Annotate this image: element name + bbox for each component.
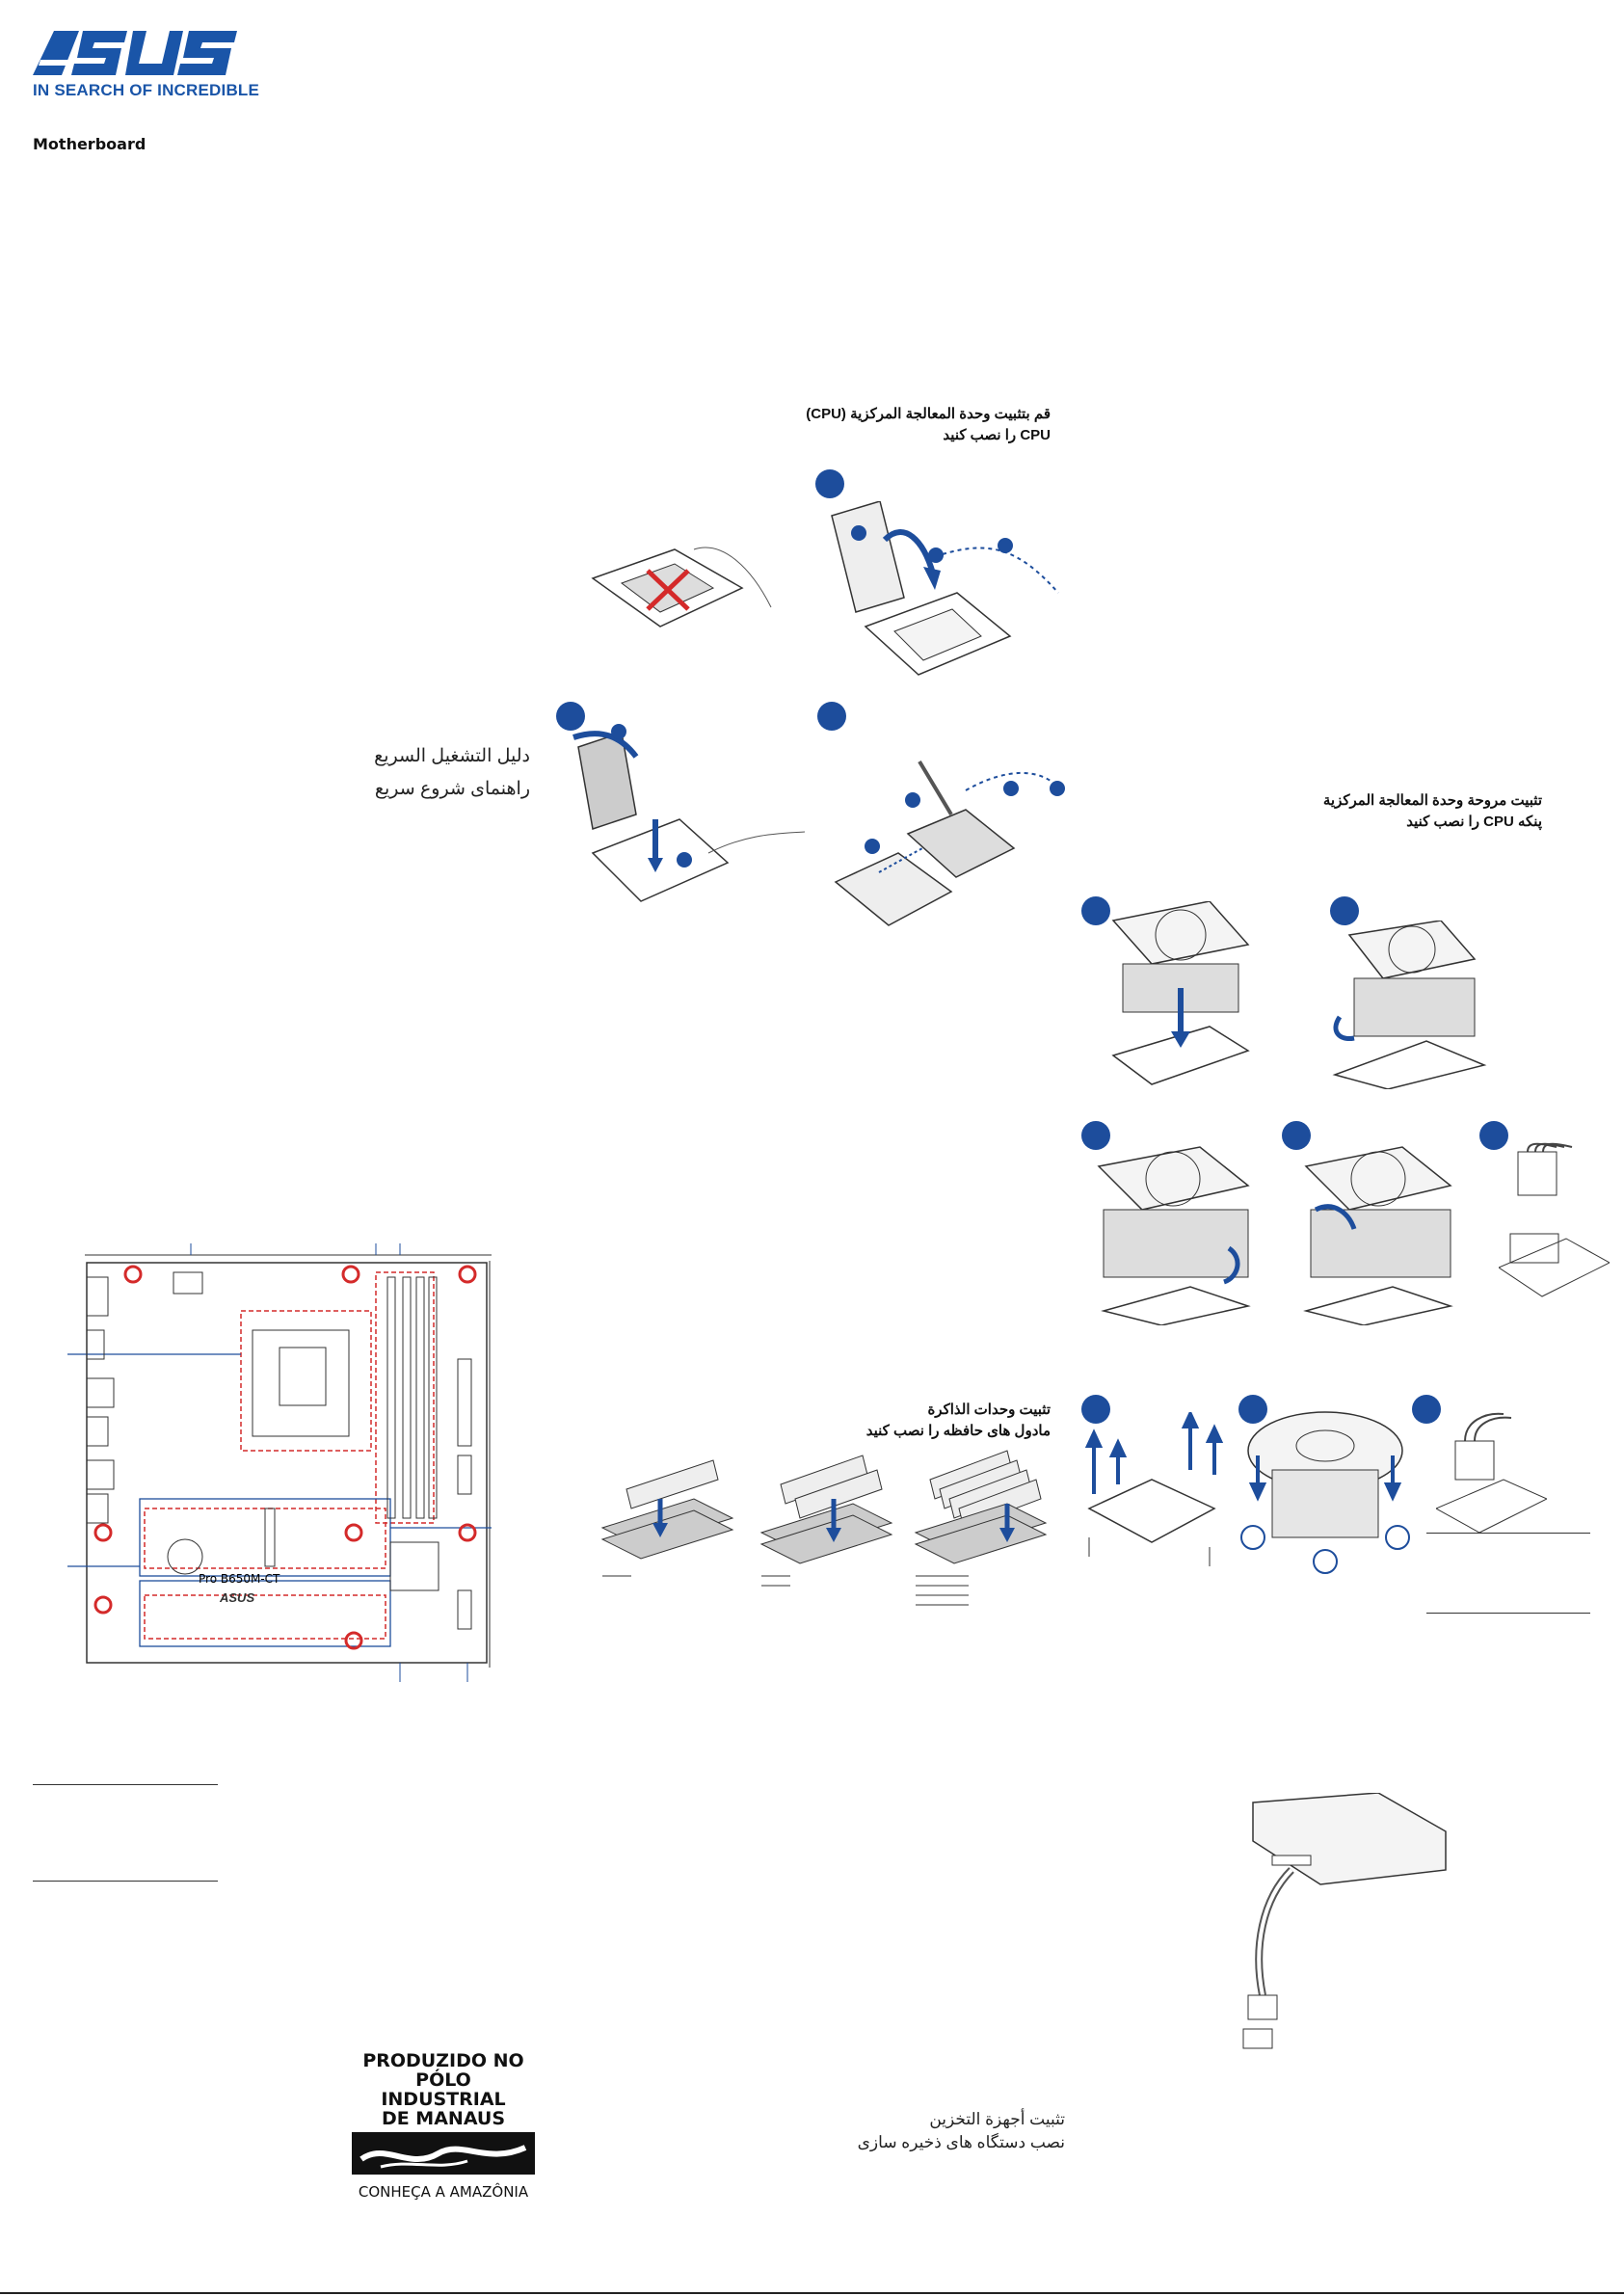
cooler-step-badge-4	[1282, 1121, 1311, 1150]
cpu-fan-connector-alt-illustration	[1436, 1402, 1547, 1537]
storage-heading-fa: نصب دستگاه های ذخیره سازی	[857, 2133, 1065, 2151]
cpu-open-socket-illustration	[827, 501, 1068, 699]
cpu-no-touch-illustration	[588, 540, 781, 646]
cooler-alt-step-badge-2	[1238, 1395, 1267, 1424]
cpu-step-badge-c	[817, 702, 846, 731]
cooler-alt-step-badge-1	[1081, 1395, 1110, 1424]
cooler-section-heading: تثبيت مروحة وحدة المعالجة المركزية پنکه …	[1253, 790, 1542, 833]
board-logo-label: ASUS	[219, 1590, 254, 1605]
footnote-rule-1	[33, 1784, 218, 1785]
cooler-step-badge-1	[1081, 896, 1110, 925]
storage-drive-illustration	[1234, 1793, 1455, 2063]
quick-start-title: دليل التشغيل السريع راهنمای شروع سریع	[289, 740, 530, 806]
storage-heading-ar: تثبيت أجهزة التخزين	[929, 2110, 1065, 2128]
quick-start-title-ar: دليل التشغيل السريع	[374, 746, 530, 766]
cooler-step-badge-5	[1479, 1121, 1508, 1150]
page-bottom-rule	[0, 2292, 1624, 2294]
cooler-lock-illustration	[1084, 1142, 1263, 1325]
manaus-line-3: DE MANAUS	[381, 2108, 506, 2129]
board-model-label: Pro B650M-CT	[199, 1572, 280, 1586]
cpu-install-paste-illustration	[831, 757, 1072, 949]
asus-logo-mark	[33, 31, 237, 75]
manaus-badge: PRODUZIDO NO PÓLO INDUSTRIAL DE MANAUS C…	[352, 2051, 535, 2201]
cooler-alt-step-badge-3	[1412, 1395, 1441, 1424]
memory-two-modules-illustration	[757, 1441, 901, 1624]
note-rule-1	[1426, 1533, 1590, 1534]
cpu-heading-ar: قم بتثبيت وحدة المعالجة المركزية (CPU)	[806, 406, 1051, 422]
manaus-footer: CONHEÇA A AMAZÔNIA	[358, 2183, 529, 2201]
memory-four-modules-illustration	[911, 1436, 1055, 1639]
cooler-bracket-removal-illustration	[1084, 1412, 1238, 1586]
cooler-step-badge-3	[1081, 1121, 1110, 1150]
cpu-section-heading: قم بتثبيت وحدة المعالجة المركزية (CPU) C…	[752, 404, 1051, 446]
product-label: Motherboard	[33, 135, 146, 153]
cpu-close-lid-illustration	[564, 718, 805, 930]
cpu-step-badge-a	[815, 469, 844, 498]
storage-section-heading: تثبيت أجهزة التخزين نصب دستگاه های ذخیره…	[790, 2108, 1065, 2154]
manaus-wave-emblem	[352, 2132, 535, 2179]
cpu-step-badge-b	[556, 702, 585, 731]
cooler-lower-illustration	[1094, 901, 1267, 1089]
cooler-seated-illustration	[1330, 921, 1494, 1089]
cooler-heading-ar: تثبيت مروحة وحدة المعالجة المركزية	[1322, 792, 1542, 809]
motherboard-layout-diagram: Pro B650M-CT ASUS	[67, 1243, 511, 1687]
note-rule-2	[1426, 1613, 1590, 1614]
footnote-rule-2	[33, 1881, 218, 1882]
memory-one-module-illustration	[598, 1451, 742, 1615]
cooler-clamp-illustration	[1287, 1142, 1465, 1325]
manaus-line-1: PRODUZIDO NO	[362, 2050, 524, 2071]
memory-heading-fa: مادول های حافظه را نصب کنید	[865, 1423, 1051, 1439]
cooler-heading-fa: پنکه CPU را نصب کنید	[1406, 814, 1542, 830]
asus-logo	[33, 29, 240, 77]
quick-start-title-fa: راهنمای شروع سریع	[374, 779, 530, 799]
cpu-fan-connector-illustration	[1499, 1142, 1610, 1316]
memory-section-heading: تثبيت وحدات الذاكرة مادول های حافظه را ن…	[800, 1400, 1051, 1442]
brand-tagline: IN SEARCH OF INCREDIBLE	[33, 81, 260, 99]
memory-heading-ar: تثبيت وحدات الذاكرة	[927, 1402, 1051, 1418]
cooler-step-badge-2	[1330, 896, 1359, 925]
manaus-line-2: PÓLO INDUSTRIAL	[381, 2069, 506, 2110]
tower-cooler-illustration	[1238, 1402, 1412, 1576]
cpu-heading-fa: CPU را نصب کنید	[943, 427, 1051, 443]
